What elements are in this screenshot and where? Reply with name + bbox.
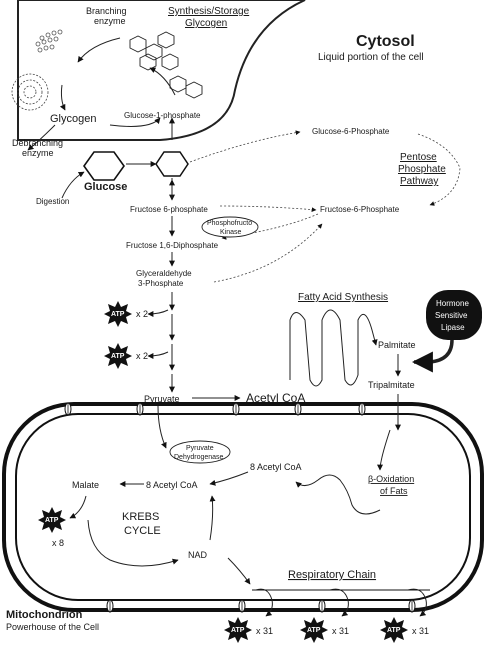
branching-enzyme-line1: Branching — [86, 6, 127, 16]
hsl-line2: Sensitive — [435, 311, 468, 320]
atp-label-6: ATP — [387, 627, 401, 634]
g6p-hexagon-icon — [155, 151, 189, 177]
fatty-acid-wave — [289, 309, 378, 387]
pentose-fructose-6-phosphate-label: Fructose-6-Phosphate — [320, 205, 400, 214]
krebs-line2: CYCLE — [124, 525, 161, 537]
glucose-hexagon-icon — [83, 151, 125, 181]
fructose-16-diphosphate-label: Fructose 1,6-Diphosphate — [126, 241, 219, 250]
atp-label-4: ATP — [231, 627, 245, 634]
fatty-acid-synthesis-title: Fatty Acid Synthesis — [298, 292, 388, 303]
glycogen-granule-icon — [35, 29, 63, 53]
pfk-line2: Kinase — [220, 229, 242, 236]
atp-label-3: ATP — [45, 517, 59, 524]
acetyl-coa-8-left: 8 Acetyl CoA — [146, 480, 198, 490]
glucose-1-phosphate-label: Glucose-1-phosphate — [124, 111, 201, 120]
atp-label-1: ATP — [111, 311, 125, 318]
mitochondrion-title: Mitochondrion — [6, 609, 83, 621]
glycogen-label: Glycogen — [50, 113, 96, 125]
acetyl-coa-label: Acetyl CoA — [246, 391, 305, 405]
glyceraldehyde-line2: 3-Phosphate — [138, 279, 184, 288]
atp-label-2: ATP — [111, 353, 125, 360]
pentose-line1: Pentose — [400, 152, 437, 163]
glyceraldehyde-line1: Glyceraldehyde — [136, 269, 192, 278]
mitochondrion-subtitle: Powerhouse of the Cell — [6, 622, 99, 632]
malate-label: Malate — [72, 480, 99, 490]
cytosol-title: Cytosol — [356, 33, 415, 50]
tripalmitate-label: Tripalmitate — [368, 380, 415, 390]
atp-label-5: ATP — [307, 627, 321, 634]
mitochondrion-outer-membrane — [2, 402, 484, 612]
digestion-label: Digestion — [36, 197, 69, 206]
hsl-line1: Hormone — [436, 299, 469, 308]
atp-x8: x 8 — [52, 538, 64, 548]
atp-x2-first: x 2 — [136, 309, 148, 319]
glucose-label: Glucose — [84, 181, 127, 193]
fructose-6-phosphate-label: Fructose 6-phosphate — [130, 205, 208, 214]
hsl-line3: Lipase — [441, 323, 465, 332]
pentose-line2: Phosphate — [398, 164, 446, 175]
krebs-line1: KREBS — [122, 511, 159, 523]
palmitate-label: Palmitate — [378, 340, 416, 350]
pdh-enzyme-oval — [169, 440, 231, 464]
pfk-enzyme-oval — [201, 216, 259, 238]
debranching-enzyme-line2: enzyme — [22, 148, 54, 158]
hexagon-chain-icon — [129, 31, 203, 99]
pdh-line1: Pyruvate — [186, 445, 214, 452]
pentose-line3: Pathway — [400, 176, 438, 187]
hormone-sensitive-lipase-badge — [426, 290, 482, 340]
glycogen-compartment — [17, 0, 306, 141]
branching-enzyme-line2: enzyme — [94, 16, 126, 26]
cytosol-subtitle: Liquid portion of the cell — [318, 52, 424, 63]
acetyl-coa-8-right: 8 Acetyl CoA — [250, 462, 302, 472]
pdh-line2: Dehydrogenase — [174, 454, 224, 461]
atp-x31-third: x 31 — [412, 626, 429, 636]
respiratory-chain-label: Respiratory Chain — [288, 569, 376, 581]
atp-x31-first: x 31 — [256, 626, 273, 636]
mitochondrion-inner-membrane — [15, 413, 471, 601]
atp-x31-second: x 31 — [332, 626, 349, 636]
pfk-line1: Phosphofructo — [207, 220, 252, 227]
beta-oxidation-line1: β-Oxidation — [368, 474, 414, 484]
glycogen-rosette-icon — [11, 73, 49, 111]
pyruvate-label: Pyruvate — [144, 394, 180, 404]
beta-oxidation-line2: of Fats — [380, 486, 408, 496]
glycogen-box-title-line1: Synthesis/Storage — [168, 6, 250, 17]
nad-label: NAD — [188, 550, 208, 560]
glycogen-box-title-line2: Glycogen — [185, 18, 227, 29]
atp-x2-second: x 2 — [136, 351, 148, 361]
glucose-6-phosphate-label: Glucose-6-Phosphate — [312, 127, 390, 136]
debranching-enzyme-line1: Debranching — [12, 138, 63, 148]
